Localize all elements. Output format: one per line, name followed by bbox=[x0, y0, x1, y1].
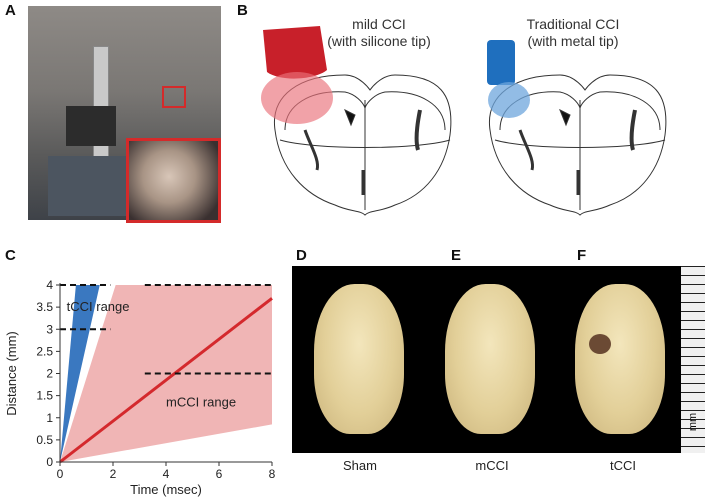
ruler-unit-label: mm bbox=[686, 412, 699, 432]
mild-cci-label: mild CCI (with silicone tip) bbox=[314, 16, 444, 50]
y-tick-label-4: 2 bbox=[46, 367, 53, 381]
panel-letter-e: E bbox=[451, 247, 462, 264]
panel-letter-c: C bbox=[5, 247, 16, 264]
mcci-line bbox=[59, 297, 273, 464]
y-axis-label: Distance (mm) bbox=[4, 331, 19, 416]
tcci-lesion bbox=[589, 334, 611, 354]
mild-cci-label-line2: (with silicone tip) bbox=[327, 33, 431, 49]
x-tick-label-2: 4 bbox=[163, 467, 170, 481]
brain-mcci bbox=[445, 284, 535, 434]
panel-letter-d: D bbox=[296, 247, 307, 264]
panel-letter-a: A bbox=[5, 2, 16, 19]
brain-photographs: mm bbox=[292, 266, 705, 453]
metal-tip-traditional bbox=[487, 40, 530, 118]
y-tick-label-1: 0.5 bbox=[36, 433, 53, 447]
y-tick-label-8: 4 bbox=[46, 278, 53, 292]
panel-letter-b: B bbox=[237, 2, 248, 19]
y-tick-label-5: 2.5 bbox=[36, 344, 53, 358]
tcci-range-band bbox=[60, 285, 100, 462]
y-tick-label-0: 0 bbox=[46, 455, 53, 469]
distance-time-chart: 0 0.5 1 1.5 2 2.5 3 3.5 4 0 2 4 6 8 tCCI range mCCI r… bbox=[4, 278, 276, 497]
traditional-cci-label-line1: Traditional CCI bbox=[526, 16, 620, 32]
device-controller-box bbox=[66, 106, 116, 146]
brain-schematic-traditional bbox=[488, 74, 667, 216]
silicone-tip-inset bbox=[126, 138, 221, 223]
y-tick-label-2: 1 bbox=[46, 411, 53, 425]
annotation-tcci-range: tCCI range bbox=[67, 299, 130, 314]
annotation-mcci-range: mCCI range bbox=[166, 394, 236, 409]
coronal-schematics bbox=[261, 26, 667, 216]
y-tick-label-7: 3.5 bbox=[36, 300, 53, 314]
x-tick-label-1: 2 bbox=[110, 467, 117, 481]
caption-sham: Sham bbox=[343, 458, 377, 473]
x-axis-label: Time (msec) bbox=[130, 482, 202, 497]
caption-tcci: tCCI bbox=[610, 458, 636, 473]
caption-mcci: mCCI bbox=[475, 458, 509, 473]
panel-letter-f: F bbox=[577, 247, 587, 264]
x-tick-label-3: 6 bbox=[216, 467, 223, 481]
y-tick-label-6: 3 bbox=[46, 322, 53, 336]
silicone-tip-mild bbox=[261, 26, 333, 124]
x-tick-label-4: 8 bbox=[269, 467, 276, 481]
traditional-cci-label: Traditional CCI (with metal tip) bbox=[508, 16, 638, 50]
brain-schematic-mild bbox=[273, 74, 452, 216]
traditional-cci-label-line2: (with metal tip) bbox=[527, 33, 619, 49]
brain-sham bbox=[314, 284, 404, 434]
mild-cci-label-line1: mild CCI bbox=[352, 16, 406, 32]
brain-tcci bbox=[575, 284, 665, 434]
x-tick-label-0: 0 bbox=[57, 467, 64, 481]
mm-ruler bbox=[681, 266, 705, 453]
tip-highlight-box bbox=[162, 86, 186, 108]
chart-marks: 0 0.5 1 1.5 2 2.5 3 3.5 4 0 2 4 6 8 bbox=[36, 278, 275, 481]
y-tick-label-3: 1.5 bbox=[36, 389, 53, 403]
